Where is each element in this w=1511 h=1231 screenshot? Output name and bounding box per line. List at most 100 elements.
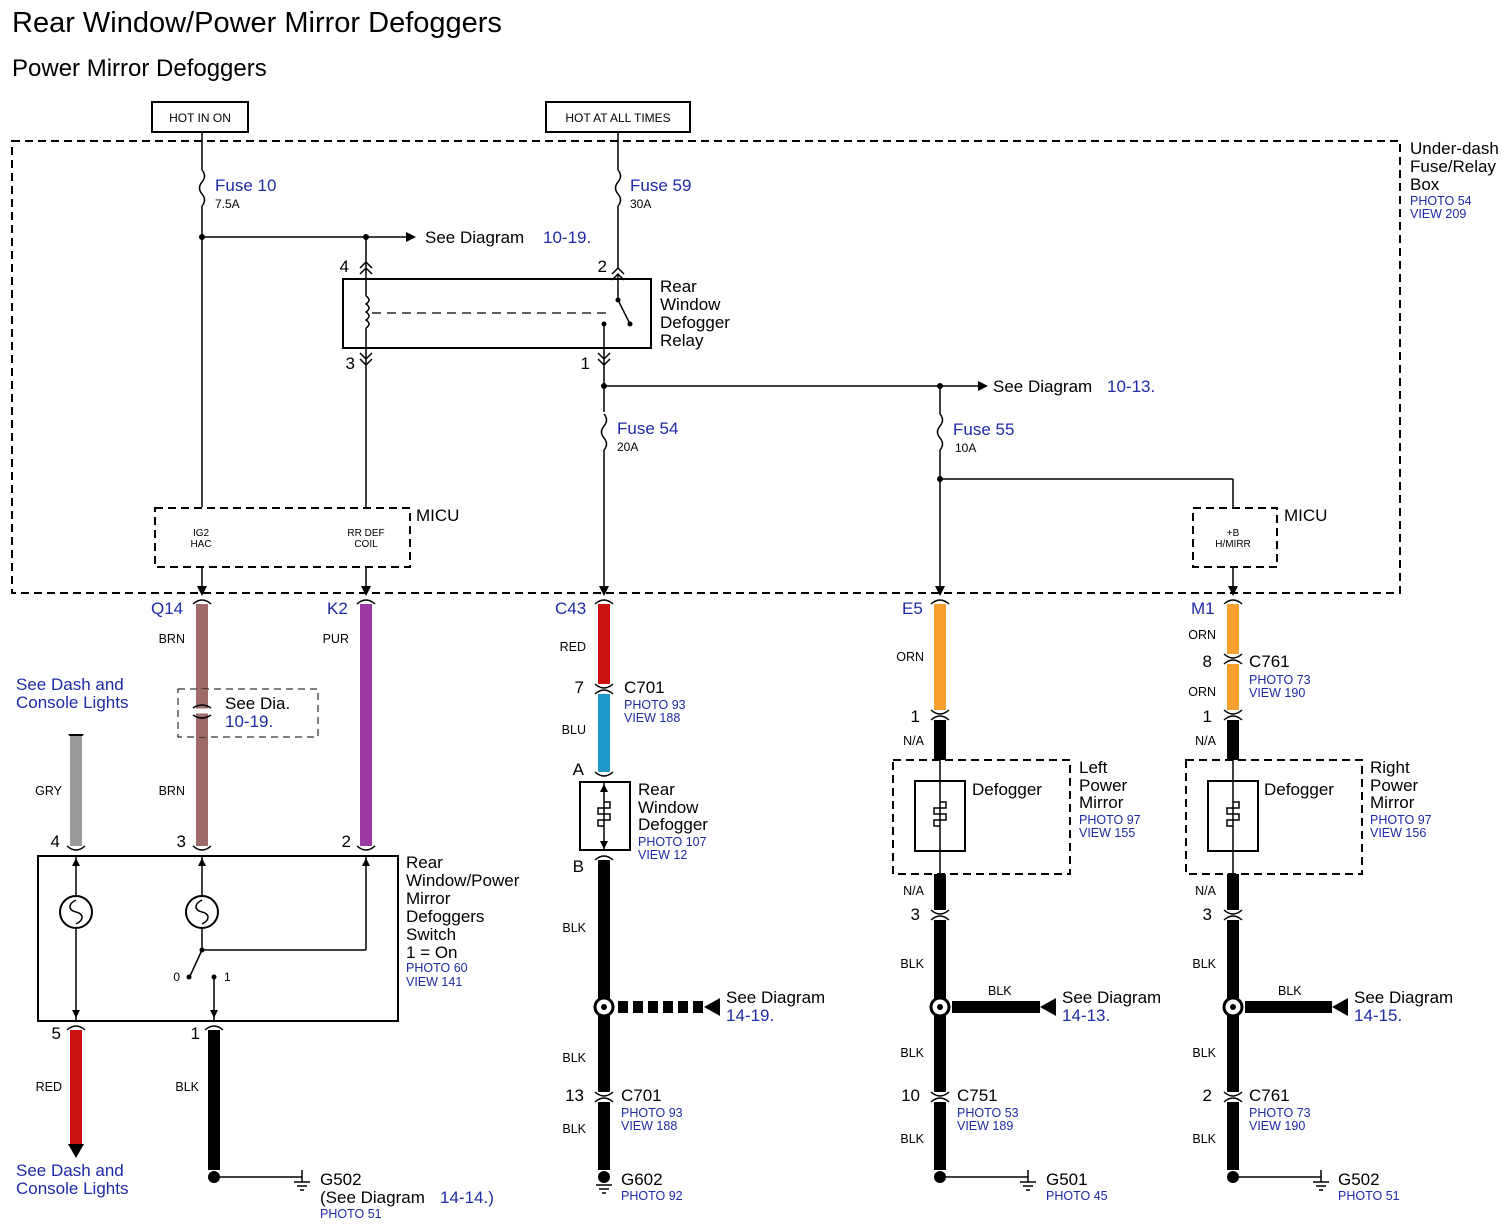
c701-top-photo: PHOTO 93 bbox=[624, 698, 686, 712]
fuse-box-label-1: Under-dash bbox=[1410, 139, 1499, 158]
fuse-54-symbol bbox=[600, 413, 608, 451]
right-mirror-label-2: Power bbox=[1370, 776, 1419, 795]
wire-orn bbox=[934, 604, 946, 710]
wire-label-c43-blk2: BLK bbox=[562, 1051, 586, 1065]
wire-label-e5-top: ORN bbox=[896, 650, 924, 664]
rear-defogger-pin-b: B bbox=[573, 857, 584, 876]
wire-label-m1-blk3: BLK bbox=[1192, 1132, 1216, 1146]
c701-top-view: VIEW 188 bbox=[624, 711, 680, 725]
left-mirror-label-3: Mirror bbox=[1079, 793, 1124, 812]
wire-label-sw-red: RED bbox=[36, 1080, 62, 1094]
switch-contact-icon bbox=[189, 949, 203, 977]
wire-blk bbox=[598, 1102, 610, 1170]
arrow-right-icon bbox=[978, 381, 988, 391]
fuse-box-view: VIEW 209 bbox=[1410, 207, 1466, 221]
see-dash-top-line-2[interactable]: Console Lights bbox=[16, 693, 128, 712]
fuse-55-symbol bbox=[936, 413, 944, 451]
right-power-mirror bbox=[1185, 759, 1363, 875]
rear-defogger-photo: PHOTO 107 bbox=[638, 835, 707, 849]
relay-coil-icon bbox=[364, 295, 370, 329]
wire-label-e5-na2: N/A bbox=[903, 884, 925, 898]
micu-left-pin-b-1: RR DEF bbox=[347, 528, 384, 539]
wire-label-m1-blk1: BLK bbox=[1192, 957, 1216, 971]
micu-left-pin-a-1: IG2 bbox=[193, 528, 210, 539]
ground-g602: G602 bbox=[621, 1170, 663, 1189]
see-dash-bottom-line-1[interactable]: See Dash and bbox=[16, 1161, 124, 1180]
c701-bottom-name: C701 bbox=[621, 1086, 662, 1105]
wire-label-c43-top: RED bbox=[560, 640, 586, 654]
see-diagram-1419-link[interactable]: 14-19. bbox=[726, 1006, 774, 1025]
wire-label-c43-blk1: BLK bbox=[562, 921, 586, 935]
c761-top-pin: 8 bbox=[1203, 652, 1212, 671]
left-mirror-pin-1: 1 bbox=[911, 707, 920, 726]
fuse-10-rating: 7.5A bbox=[215, 197, 240, 211]
switch-label-3: Mirror bbox=[406, 889, 451, 908]
switch-label-5: Switch bbox=[406, 925, 456, 944]
switch-pin-3: 3 bbox=[177, 832, 186, 851]
wire-label-k2: PUR bbox=[323, 632, 349, 646]
c701-bottom-view: VIEW 188 bbox=[621, 1119, 677, 1133]
see-diagram-1013-link[interactable]: 10-13. bbox=[1107, 377, 1155, 396]
wire-label-m1-na1: N/A bbox=[1195, 734, 1217, 748]
c761-bottom-pin: 2 bbox=[1203, 1086, 1212, 1105]
wire-blk bbox=[208, 1030, 220, 1170]
left-mirror-photo: PHOTO 97 bbox=[1079, 813, 1141, 827]
connector-e5: E5 bbox=[902, 599, 923, 618]
wire-blk bbox=[934, 1102, 946, 1170]
micu-right-pin-1: +B bbox=[1227, 528, 1240, 539]
right-mirror-label-3: Mirror bbox=[1370, 793, 1415, 812]
c751-photo: PHOTO 53 bbox=[957, 1106, 1019, 1120]
micu-left-module bbox=[154, 507, 411, 568]
hot-in-on-box bbox=[151, 101, 249, 133]
left-mirror-element-label: Defogger bbox=[972, 780, 1042, 799]
see-diagram-1413-link[interactable]: 14-13. bbox=[1062, 1006, 1110, 1025]
relay-pin-3: 3 bbox=[346, 354, 355, 373]
wire-orn bbox=[1227, 664, 1239, 710]
left-mirror-view: VIEW 155 bbox=[1079, 826, 1135, 840]
relay-pin-2: 2 bbox=[598, 257, 607, 276]
see-diagram-1019-link[interactable]: 10-19. bbox=[543, 228, 591, 247]
wire-label-e5-blk1: BLK bbox=[900, 957, 924, 971]
switch-position-0: 0 bbox=[173, 970, 180, 984]
see-diagram-1415-link[interactable]: 14-15. bbox=[1354, 1006, 1402, 1025]
see-dash-bottom-line-2[interactable]: Console Lights bbox=[16, 1179, 128, 1198]
wire-orn bbox=[1227, 604, 1239, 654]
rear-defogger-label-1: Rear bbox=[638, 780, 675, 799]
ground-g501: G501 bbox=[1046, 1170, 1088, 1189]
right-mirror-element-label: Defogger bbox=[1264, 780, 1334, 799]
see-dash-top-line-1[interactable]: See Dash and bbox=[16, 675, 124, 694]
left-power-mirror bbox=[892, 759, 1071, 875]
fuse-55-name: Fuse 55 bbox=[953, 420, 1014, 439]
fuse-59-name: Fuse 59 bbox=[630, 176, 691, 195]
wire-gry bbox=[70, 736, 82, 846]
heater-grid-icon bbox=[1226, 801, 1240, 827]
micu-left-label: MICU bbox=[416, 506, 459, 525]
ground-icon bbox=[596, 1184, 612, 1194]
see-diagram-1019-prefix: See Diagram bbox=[425, 228, 524, 247]
switch-position-1: 1 bbox=[224, 970, 231, 984]
connector-c43: C43 bbox=[555, 599, 586, 618]
rear-window-defogger bbox=[579, 781, 631, 851]
hot-at-all-times-label: HOT AT ALL TIMES bbox=[565, 111, 670, 125]
switch-label-1: Rear bbox=[406, 853, 443, 872]
c761-top-name: C761 bbox=[1249, 652, 1290, 671]
see-dia-box-link[interactable]: 10-19. bbox=[225, 712, 273, 731]
c761-bottom-photo: PHOTO 73 bbox=[1249, 1106, 1311, 1120]
right-mirror-view: VIEW 156 bbox=[1370, 826, 1426, 840]
switch-photo: PHOTO 60 bbox=[406, 961, 468, 975]
arrow-left-icon bbox=[1332, 998, 1348, 1016]
see-diagram-1419-prefix: See Diagram bbox=[726, 988, 825, 1007]
c761-top-photo: PHOTO 73 bbox=[1249, 673, 1311, 687]
wire-red bbox=[598, 604, 610, 684]
ground-g502-left-note-link[interactable]: 14-14.) bbox=[440, 1188, 494, 1207]
fuse-54-name: Fuse 54 bbox=[617, 419, 678, 438]
wire-label-e5-blk3: BLK bbox=[900, 1132, 924, 1146]
right-mirror-photo: PHOTO 97 bbox=[1370, 813, 1432, 827]
rear-window-defogger-relay bbox=[342, 278, 652, 349]
left-mirror-label-1: Left bbox=[1079, 758, 1108, 777]
page-subtitle: Power Mirror Defoggers bbox=[12, 55, 267, 82]
wire-label-m1-blk-branch: BLK bbox=[1278, 984, 1302, 998]
fuse-10-name: Fuse 10 bbox=[215, 176, 276, 195]
relay-label-4: Relay bbox=[660, 331, 704, 350]
